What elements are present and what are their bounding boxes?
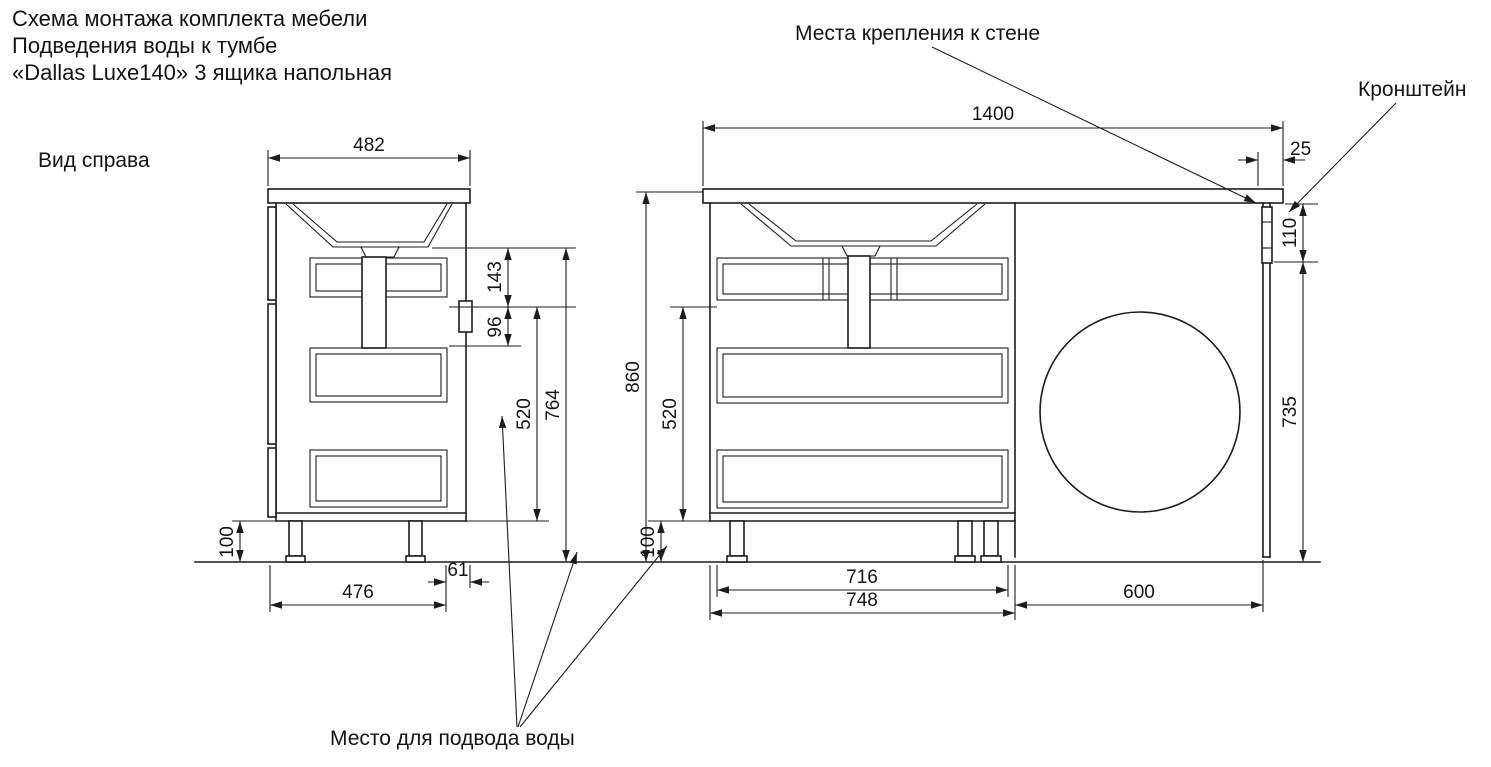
wall-mount-label: Места крепления к стене xyxy=(795,22,1040,45)
front-drawer-2-inner xyxy=(722,353,1003,398)
front-drain-funnel xyxy=(841,245,881,257)
dim-label-100-front: 100 xyxy=(638,526,659,558)
water-supply-leader-1 xyxy=(498,415,518,728)
front-countertop xyxy=(702,188,1284,204)
front-view xyxy=(702,188,1284,563)
dim-label-476: 476 xyxy=(342,582,374,603)
side-drain-funnel xyxy=(360,246,400,258)
title-line-1: Схема монтажа комплекта мебели xyxy=(12,6,367,31)
bracket-shape xyxy=(1261,206,1273,264)
front-leg-left-column xyxy=(729,520,745,557)
side-leg-front-column xyxy=(288,520,303,557)
dim-label-100-side: 100 xyxy=(217,526,238,558)
dim-label-716: 716 xyxy=(846,567,878,588)
water-supply-leader-3 xyxy=(519,545,668,728)
dim-label-482: 482 xyxy=(353,135,385,156)
side-drawer-front-2 xyxy=(267,303,277,445)
side-drawer-front-1 xyxy=(267,206,277,301)
front-sink-basin-outer xyxy=(740,203,986,247)
dim-label-520-side: 520 xyxy=(514,398,535,430)
side-sink-basin-inner xyxy=(292,203,448,243)
side-countertop xyxy=(267,188,471,204)
front-view-dimensions: 1400 25 110 735 860 520 100 716 748 xyxy=(623,104,1318,620)
side-drain-pipe xyxy=(361,256,387,349)
side-drawer-3-box xyxy=(309,449,448,508)
front-leg-left-foot xyxy=(726,555,748,563)
side-sink-basin-outer xyxy=(285,203,453,248)
side-drawer-front-3 xyxy=(267,447,277,518)
side-view-dimensions: 482 143 96 520 764 100 61 476 xyxy=(217,135,576,612)
dim-label-110: 110 xyxy=(1280,218,1301,248)
title-line-2: Подведения воды к тумбе xyxy=(12,33,277,58)
front-drain-pipe xyxy=(847,255,871,349)
dim-label-1400: 1400 xyxy=(972,104,1014,125)
dim-label-748: 748 xyxy=(846,590,878,611)
dim-label-143: 143 xyxy=(485,261,506,293)
side-leg-front-foot xyxy=(285,555,306,563)
front-drawer-3 xyxy=(716,449,1009,509)
front-drawer-3-inner xyxy=(722,455,1003,503)
dim-label-764: 764 xyxy=(543,389,564,421)
front-leg-right-foot-2 xyxy=(980,555,1002,563)
side-drawer-3-box-inner xyxy=(315,455,442,502)
bracket-leader-line xyxy=(1288,102,1397,213)
dim-label-600: 600 xyxy=(1123,582,1155,603)
side-drawer-2-box xyxy=(309,347,448,403)
washing-machine-drum-circle xyxy=(1039,311,1241,513)
front-drawer-2 xyxy=(716,347,1009,404)
dim-label-735: 735 xyxy=(1280,396,1301,428)
side-mount-block xyxy=(458,300,473,333)
view-right-label: Вид справа xyxy=(38,149,150,172)
callouts: Места крепления к стене Кронштейн Место … xyxy=(330,22,1466,750)
wall-mount-leader-line xyxy=(931,46,1257,204)
water-supply-label: Место для подвода воды xyxy=(330,727,575,750)
front-leg-right-foot-1 xyxy=(954,555,976,563)
front-leg-right-column-1 xyxy=(957,520,973,557)
title-line-3: «Dallas Luxe140» 3 ящика напольная xyxy=(12,60,392,85)
side-drawer-2-box-inner xyxy=(315,353,442,397)
title-block: Схема монтажа комплекта мебели Подведени… xyxy=(12,6,392,85)
dim-label-25: 25 xyxy=(1290,139,1311,160)
dim-label-96: 96 xyxy=(485,316,506,337)
side-leg-back-foot xyxy=(405,555,426,563)
front-leg-right-column-2 xyxy=(983,520,999,557)
bracket-label: Кронштейн xyxy=(1358,78,1466,101)
dim-label-61: 61 xyxy=(447,560,468,581)
dim-label-860: 860 xyxy=(623,361,644,393)
side-leg-back-column xyxy=(408,520,423,557)
water-supply-leader-2 xyxy=(517,551,578,728)
front-sink-basin-inner xyxy=(748,203,978,242)
dim-label-520-front: 520 xyxy=(660,398,681,430)
side-view xyxy=(267,188,473,563)
